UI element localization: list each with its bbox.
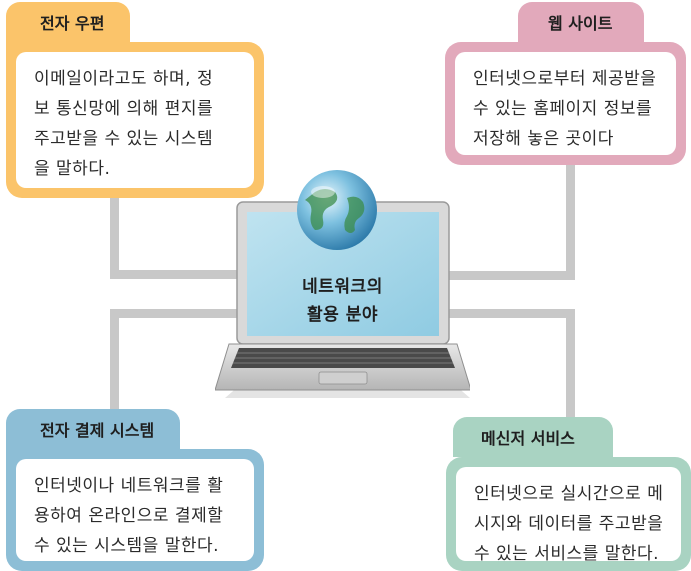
card-line: 을 말하다. (34, 159, 111, 179)
card-title-text: 웹 사이트 (548, 14, 613, 33)
card-line: 수 있는 홈페이지 정보를 (473, 99, 653, 119)
card-title-text: 전자 결제 시스템 (40, 421, 155, 440)
card-payment: 전자 결제 시스템 인터넷이나 네트워크를 활 용하여 온라인으로 결제할 수 … (6, 409, 264, 571)
card-line: 인터넷으로부터 제공받을 (473, 69, 657, 89)
card-messenger: 인터넷으로 실시간으로 메 시지와 데이터를 주고받을 수 있는 서비스를 말한… (446, 417, 691, 571)
connector-payment-vertical (110, 309, 119, 409)
card-panel: 이메일이라고도 하며, 정 보 통신망에 의해 편지를 주고받을 수 있는 시스… (6, 42, 264, 198)
card-line: 수 있는 서비스를 말한다. (474, 544, 660, 564)
center-title-line-1: 네트워크의 (302, 277, 383, 297)
connector-web-vertical (566, 163, 575, 280)
card-line: 저장해 놓은 곳이다 (473, 129, 614, 149)
center-title-line-2: 활용 분야 (307, 305, 378, 325)
card-title: 전자 결제 시스템 (6, 409, 181, 449)
card-body: 인터넷이나 네트워크를 활 용하여 온라인으로 결제할 수 있는 시스템을 말한… (16, 459, 254, 561)
connector-email-horizontal (110, 270, 250, 279)
card-body: 인터넷으로부터 제공받을 수 있는 홈페이지 정보를 저장해 놓은 곳이다 (455, 52, 676, 155)
card-panel: 인터넷이나 네트워크를 활 용하여 온라인으로 결제할 수 있는 시스템을 말한… (6, 449, 264, 571)
card-line: 주고받을 수 있는 시스템 (34, 129, 214, 149)
card-title-text: 메신저 서비스 (481, 429, 575, 448)
laptop-illustration: 네트워크의 활용 분야 (214, 170, 472, 400)
laptop-icon (214, 170, 472, 398)
card-body: 이메일이라고도 하며, 정 보 통신망에 의해 편지를 주고받을 수 있는 시스… (16, 52, 254, 188)
connector-messenger-vertical (566, 309, 575, 417)
connector-web-horizontal (436, 271, 575, 280)
card-panel: 인터넷으로 실시간으로 메 시지와 데이터를 주고받을 수 있는 서비스를 말한… (446, 457, 691, 571)
card-line: 이메일이라고도 하며, 정 (34, 69, 214, 89)
card-title: 메신저 서비스 (453, 417, 613, 457)
card-web: 인터넷으로부터 제공받을 수 있는 홈페이지 정보를 저장해 놓은 곳이다 웹 … (445, 2, 686, 165)
card-title: 전자 우편 (6, 2, 131, 42)
connector-email-vertical (110, 196, 119, 278)
card-line: 인터넷이나 네트워크를 활 (34, 476, 224, 496)
card-line: 시지와 데이터를 주고받을 (474, 514, 664, 534)
card-title-text: 전자 우편 (40, 14, 105, 33)
card-line: 보 통신망에 의해 편지를 (34, 99, 214, 119)
card-line: 용하여 온라인으로 결제할 (34, 506, 224, 526)
card-email: 전자 우편 이메일이라고도 하며, 정 보 통신망에 의해 편지를 주고받을 수… (6, 2, 264, 198)
card-title: 웹 사이트 (518, 2, 644, 42)
card-line: 인터넷으로 실시간으로 메 (474, 484, 664, 504)
connector-payment-horizontal (110, 309, 250, 318)
card-line: 수 있는 시스템을 말한다. (34, 536, 220, 556)
card-panel: 인터넷으로부터 제공받을 수 있는 홈페이지 정보를 저장해 놓은 곳이다 (445, 42, 686, 165)
connector-messenger-horizontal (436, 309, 575, 318)
card-body: 인터넷으로 실시간으로 메 시지와 데이터를 주고받을 수 있는 서비스를 말한… (456, 467, 681, 564)
